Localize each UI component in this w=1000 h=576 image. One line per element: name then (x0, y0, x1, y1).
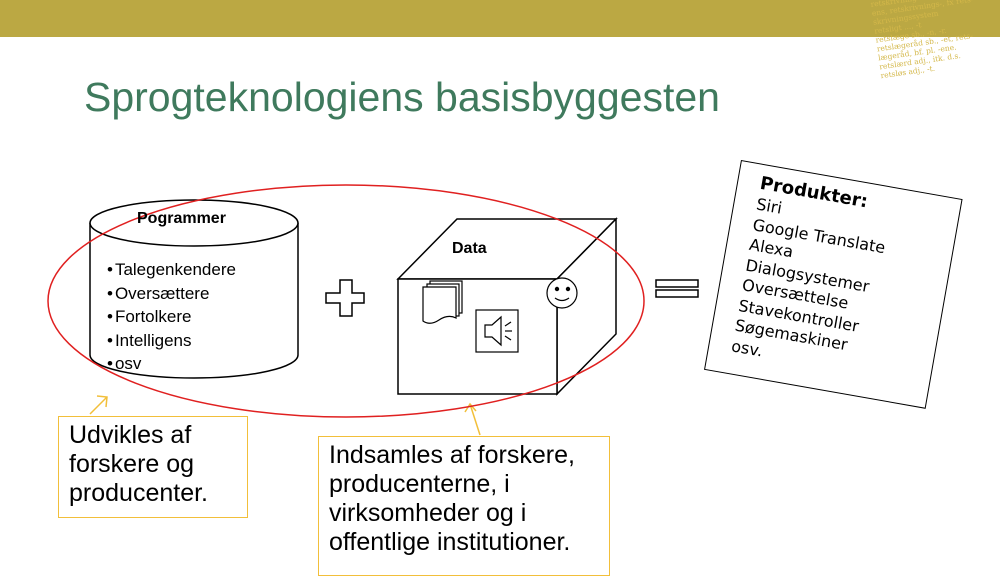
plus-icon (325, 279, 365, 317)
data-callout-arrow (469, 403, 481, 436)
products-list: Siri Google Translate Alexa Dialogsystem… (730, 195, 956, 391)
documents-icon (422, 280, 463, 324)
programs-item: osv (107, 352, 236, 376)
data-callout: Indsamles af forskere, producenterne, i … (318, 436, 610, 576)
programs-callout: Udvikles af forskere og producenter. (58, 416, 248, 518)
programs-item: Intelligens (107, 329, 236, 353)
data-title: Data (452, 240, 487, 257)
equals-icon (655, 279, 699, 298)
top-accent-bar (0, 0, 1000, 37)
programs-item: Fortolkere (107, 305, 236, 329)
smiley-icon (546, 277, 578, 309)
programs-title: Pogrammer (137, 210, 226, 227)
programs-list: Talegenkendere Oversættere Fortolkere In… (107, 258, 236, 376)
programs-callout-arrow (89, 396, 108, 415)
programs-item: Talegenkendere (107, 258, 236, 282)
programs-item: Oversættere (107, 282, 236, 306)
callout-arrows (89, 395, 481, 436)
grouping-ellipse (47, 184, 645, 418)
products-box: Produkter: Siri Google Translate Alexa D… (704, 160, 963, 409)
speaker-icon (475, 309, 519, 353)
slide-title: Sprogteknologiens basisbyggesten (84, 74, 720, 120)
